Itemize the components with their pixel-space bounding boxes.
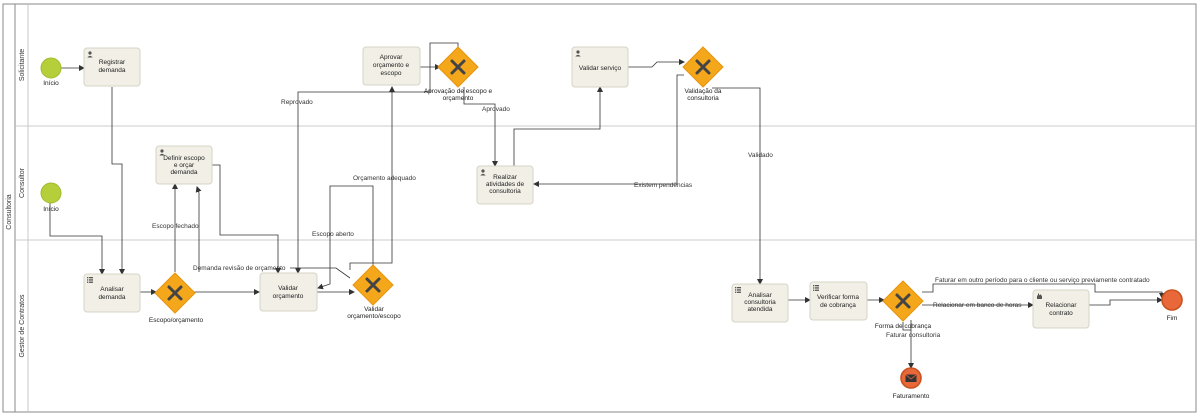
task-validar-servico[interactable]: Validar serviço <box>571 46 629 88</box>
list-task-icon <box>735 287 741 293</box>
sequence-flows <box>49 42 1165 369</box>
start-event-solicitante-label: Início <box>43 80 59 87</box>
flow-demanda-revisao-back <box>290 267 351 279</box>
lane-label-gestor-contratos: Gestor de Contratos <box>19 294 26 358</box>
exclusive-x-icon <box>167 285 183 301</box>
end-event-fim-label: Fim <box>1167 315 1178 322</box>
flow-label-validado: Validado <box>748 152 773 159</box>
flow-faturar-outro <box>922 283 1165 299</box>
flow-demanda-revisao <box>195 186 202 272</box>
flow-labels: Reprovado Aprovado Validado Existem pend… <box>152 99 1150 339</box>
start-event-solicitante[interactable]: Início <box>40 57 62 87</box>
task-label: Validar serviço <box>579 65 622 72</box>
exclusive-x-icon <box>450 59 466 75</box>
flow-validar-gw-consultoria <box>628 59 685 68</box>
flow-faturar-stub <box>902 322 911 331</box>
end-event-faturamento-label: Faturamento <box>893 393 930 400</box>
gateway-label: Forma de cobrança <box>875 323 932 330</box>
list-task-icon <box>87 277 93 283</box>
gateway-forma-cobranca[interactable]: Forma de cobrança <box>875 280 932 330</box>
start-event-consultor-label: Início <box>43 206 59 213</box>
flow-label-aprovado: Aprovado <box>482 106 510 113</box>
flow-aprovado <box>463 87 498 167</box>
flow-label-relacionar-horas: Relacionar em banco de horas <box>933 302 1022 309</box>
gateway-escopo-orcamento[interactable]: Escopo/orçamento <box>149 272 204 324</box>
exclusive-x-icon <box>365 277 381 293</box>
flow-existem-pendencias <box>533 74 684 187</box>
flow-validar-gw-aprovar <box>349 86 395 270</box>
flow-label-orcamento-adequado: Orçamento adequado <box>353 175 416 182</box>
flow-label-demanda-revisao: Demanda revisão de orçamento <box>193 265 286 272</box>
end-event-faturamento[interactable]: Faturamento <box>893 367 930 400</box>
flow-relacionar-fim <box>1089 297 1163 306</box>
flow-registrar-analisar <box>111 87 125 275</box>
events: Início Início Fim Faturamento <box>40 57 1183 400</box>
flow-label-existem-pendencias: Existem pendências <box>634 182 693 189</box>
end-event-fim[interactable]: Fim <box>1161 289 1183 322</box>
exclusive-x-icon <box>895 293 911 309</box>
list-task-icon <box>813 285 819 291</box>
flow-label-faturar-consultoria: Faturar consultoria <box>886 332 941 339</box>
flow-realizar-validar <box>513 86 603 166</box>
flow-label-escopo-fechado: Escopo fechado <box>152 223 199 230</box>
flow-reprovado <box>295 42 459 274</box>
envelope-icon <box>905 374 917 382</box>
flow-inicio-consultor-analisar <box>49 202 105 275</box>
flow-definir-validar <box>207 164 281 274</box>
gateway-label: Escopo/orçamento <box>149 317 204 324</box>
flow-label-reprovado: Reprovado <box>281 99 313 106</box>
start-event-consultor[interactable]: Início <box>40 182 62 213</box>
lane-label-consultor: Consultor <box>19 167 26 198</box>
flow-label-faturar-outro: Faturar em outro período para o cliente … <box>935 277 1150 284</box>
flow-label-escopo-aberto: Escopo aberto <box>312 231 354 238</box>
flow-orcamento-adequado <box>317 185 374 290</box>
flow-validado <box>712 87 763 285</box>
exclusive-x-icon <box>695 59 711 75</box>
lane-label-solicitante: Solicitante <box>19 49 26 81</box>
pool-label: Consultoria <box>6 194 13 230</box>
